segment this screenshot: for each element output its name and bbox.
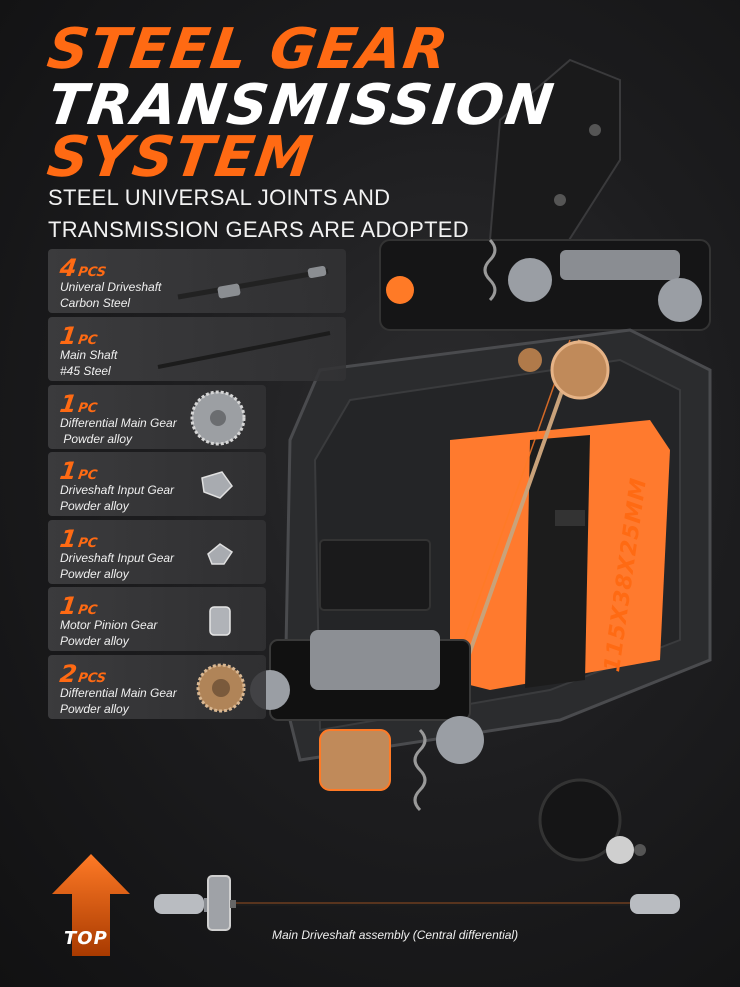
dimensions-label-wrap: 115X38X25MM [600, 476, 652, 680]
part-quantity: 1PC [58, 525, 99, 553]
pinion-gear-icon [209, 606, 231, 636]
title-line-3: SYSTEM [43, 125, 319, 190]
top-label: TOP [64, 928, 108, 949]
part-quantity: 4PCS [58, 254, 108, 282]
driveshaft-icon [177, 265, 329, 300]
part-description: Differential Main Gear Powder alloy [60, 686, 177, 716]
part-quantity: 1PC [58, 457, 99, 485]
part-quantity: 1PC [58, 322, 99, 350]
main-driveshaft-assembly [154, 875, 680, 931]
part-quantity: 1PC [58, 390, 99, 418]
part-card-main-shaft: 1PC Main Shaft #45 Steel [48, 317, 346, 381]
part-card-differential-main-gear: 1PC Differential Main Gear Powder alloy [48, 385, 266, 449]
subtitle: STEEL UNIVERSAL JOINTS AND TRANSMISSION … [48, 185, 469, 242]
part-description: Driveshaft Input Gear Powder alloy [60, 551, 175, 581]
part-quantity: 2PCS [58, 660, 108, 688]
small-bevel-gear-icon [207, 543, 234, 565]
part-card-differential-ring-gear: 2PCS Differential Main Gear Powder alloy [48, 655, 266, 719]
part-card-driveshaft-input-gear-small: 1PC Driveshaft Input Gear Powder alloy [48, 520, 266, 584]
part-description: Differential Main Gear Powder alloy [60, 416, 177, 446]
part-card-driveshaft-input-gear: 1PC Driveshaft Input Gear Powder alloy [48, 452, 266, 516]
part-description: Driveshaft Input Gear Powder alloy [60, 483, 175, 513]
chassis-illustration [250, 58, 712, 864]
part-description: Motor Pinion Gear Powder alloy [60, 618, 158, 648]
ring-gear-icon [196, 663, 246, 713]
part-card-motor-pinion-gear: 1PC Motor Pinion Gear Powder alloy [48, 587, 266, 651]
main-shaft-icon [157, 331, 331, 369]
part-card-universal-driveshaft: 4PCS Univeral Driveshaft Carbon Steel [48, 249, 346, 313]
part-description: Univeral Driveshaft Carbon Steel [60, 280, 162, 310]
bevel-gear-icon [201, 471, 233, 499]
part-quantity: 1PC [58, 592, 99, 620]
part-description: Main Shaft #45 Steel [60, 348, 118, 378]
title-line-1: STEEL GEAR [43, 17, 454, 82]
arrow-up-icon [52, 854, 130, 956]
driveshaft-caption: Main Driveshaft assembly (Central differ… [272, 928, 519, 942]
spur-gear-icon [190, 390, 246, 446]
